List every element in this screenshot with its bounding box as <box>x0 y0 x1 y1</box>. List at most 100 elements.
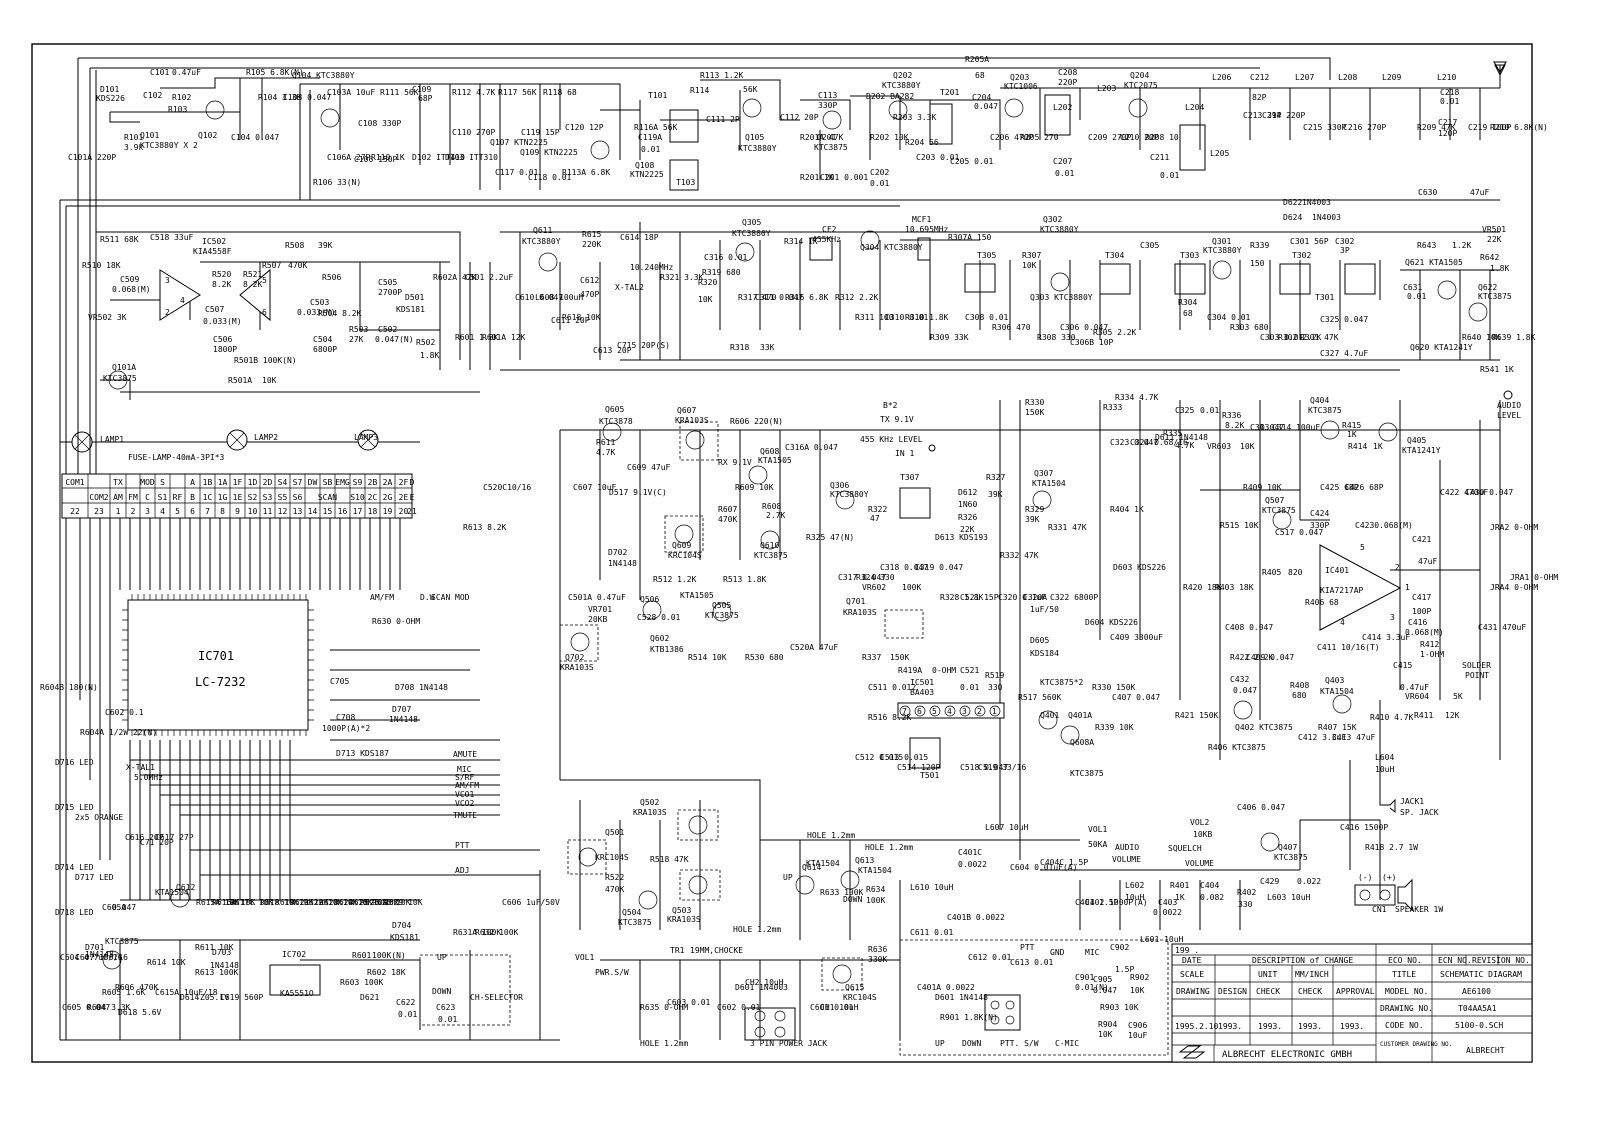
grid-cell-row1-19: 2B <box>368 478 378 487</box>
label-r118: R118 68 <box>543 88 577 97</box>
label-r402: R402 <box>1237 888 1256 897</box>
label-r415: R415 <box>1342 421 1361 430</box>
label-rx91: RX 9.1V <box>718 458 752 467</box>
label-r408: R408 <box>1290 681 1309 690</box>
label-c505: C505 <box>378 278 397 287</box>
label-r103: R103 <box>168 105 187 114</box>
label-c401b: C401B 0.0022 <box>947 913 1005 922</box>
label-d621: D621 <box>360 993 379 1002</box>
label-r332: R332 47K <box>1000 551 1039 560</box>
label-ch1: CH1 10uH <box>820 1003 859 1012</box>
label-d611: D611 1N4148 <box>1155 433 1208 442</box>
label-r339v: 150 <box>1250 259 1265 268</box>
label-ic701: IC701 <box>198 649 234 663</box>
label-q609: Q609 <box>672 541 691 550</box>
label-c504v: 6800P <box>313 345 337 354</box>
label-t501: T501 <box>920 771 939 780</box>
label-c411: C411 10/16(T) <box>1317 643 1380 652</box>
label-q507: Q507 <box>1265 496 1284 505</box>
label-c617: C617 27P <box>155 833 194 842</box>
label-c207v: 0.01 <box>1055 169 1074 178</box>
grid-cell-row3-3: 2 <box>131 507 136 516</box>
grid-cell-row1-13: S4 <box>278 478 288 487</box>
label-c412: C412 3.3uF <box>1298 733 1346 742</box>
label-c306: C306 0.047 <box>1060 323 1108 332</box>
label-r422: R422 2.2K <box>1230 653 1274 662</box>
label-vr501: VR501 <box>1482 225 1506 234</box>
label-c109: C109 <box>412 85 431 94</box>
label-vr604: VR604 <box>1405 692 1429 701</box>
label-d701: D701 <box>85 943 104 952</box>
label-r618b: R618 10K <box>260 898 299 907</box>
label-r310: R310 1.8K <box>905 313 949 322</box>
tb-year3: 1993. <box>1298 1022 1322 1031</box>
label-l607: L607 10uH <box>985 823 1029 832</box>
label-c301: C301 56P <box>1290 237 1329 246</box>
label-c615a: C615A 10uF/18 <box>155 988 218 997</box>
label-vol1: VOL1 <box>575 953 594 962</box>
shield-box-q501 <box>567 839 607 875</box>
label-q304: Q304 KTC3880Y <box>860 243 923 252</box>
label-r414v: 1K <box>1373 442 1383 451</box>
label-c102: C102 <box>143 91 162 100</box>
label-c212: C212 <box>1250 73 1269 82</box>
label-r320: R320 <box>698 278 717 287</box>
label-r101: R101 <box>124 133 143 142</box>
label-c202v: 0.01 <box>870 179 889 188</box>
label-c506: C506 <box>213 335 232 344</box>
label-q201: Q201 <box>817 133 836 142</box>
label-t302: T302 <box>1292 251 1311 260</box>
grid-cell-row3-8: 7 <box>205 507 210 516</box>
label-q101av: KTC3875 <box>103 374 137 383</box>
label-r209: R209 47K <box>1417 123 1456 132</box>
label-r418: R418 2.7 1W <box>1365 843 1418 852</box>
label-q622v: KTC3875 <box>1478 292 1512 301</box>
label-c605: C605 0.047 <box>62 1003 110 1012</box>
label-c103a: C103A 10uF <box>327 88 375 97</box>
label-c602b: C602 0.01 <box>717 1003 761 1012</box>
label-c417v: 100P <box>1412 607 1431 616</box>
label-3pin: 3 PIN POWER JACK <box>750 1039 827 1048</box>
label-adj: ADJ <box>455 866 469 875</box>
label-r617: R617C 10K <box>230 898 274 907</box>
label-r508: R508 <box>285 241 304 250</box>
label-r324: R324 330 <box>856 573 895 582</box>
label-c429v: 0.022 <box>1297 877 1321 886</box>
label-vol1-50ka2: 50KA <box>1088 840 1107 849</box>
label-c610: C610 0.047 <box>515 293 563 302</box>
tb-drawing-no-value: T04AA5A1 <box>1458 1004 1497 1013</box>
label-d605v: KDS184 <box>1030 649 1059 658</box>
label-q702v: KRA103S <box>560 663 594 672</box>
label-c219: C219 100P <box>1468 123 1512 132</box>
power-jack-icon <box>744 1007 796 1041</box>
label-r114: R114 <box>690 86 709 95</box>
label-r642: R642 <box>1480 253 1499 262</box>
label-l603: L603 10uH <box>1267 893 1311 902</box>
label-q505: Q505 <box>712 601 731 610</box>
label-r112: R112 4.7K <box>452 88 496 97</box>
grid-cell-row3-6: 5 <box>175 507 180 516</box>
label-r506: R506 <box>322 273 341 282</box>
label-r521v: 8.2K <box>243 280 262 289</box>
label-c104: C104 0.047 <box>231 133 279 142</box>
label-d624v: 1N4003 <box>1312 213 1341 222</box>
label-c622v: 0.01 <box>398 1010 417 1019</box>
grid-cell-row2-21: 2E <box>399 493 409 502</box>
label-c902: C902 <box>1110 943 1129 952</box>
ic501-pins: 7 6 5 4 3 2 1 <box>899 705 1001 717</box>
label-r503v: 27K <box>349 335 364 344</box>
label-r903: R903 10K <box>1100 1003 1139 1012</box>
label-c429: C429 <box>1260 877 1279 886</box>
label-q301v: KTC3880Y <box>1203 246 1242 255</box>
label-r634: R634 <box>866 885 885 894</box>
label-s-rf: S/RF <box>455 773 474 782</box>
label-c113v: 330P <box>818 101 837 110</box>
label-r329: R329 <box>1025 505 1044 514</box>
label-r412v: 1-OHM <box>1420 650 1444 659</box>
label-c325bv: 0.01 <box>1200 406 1219 415</box>
label-l610: L610 10uH <box>910 883 954 892</box>
label-l206: L206 <box>1212 73 1231 82</box>
label-c409: C409 0.047 <box>1246 653 1294 662</box>
label-r335: R335 <box>1163 429 1182 438</box>
